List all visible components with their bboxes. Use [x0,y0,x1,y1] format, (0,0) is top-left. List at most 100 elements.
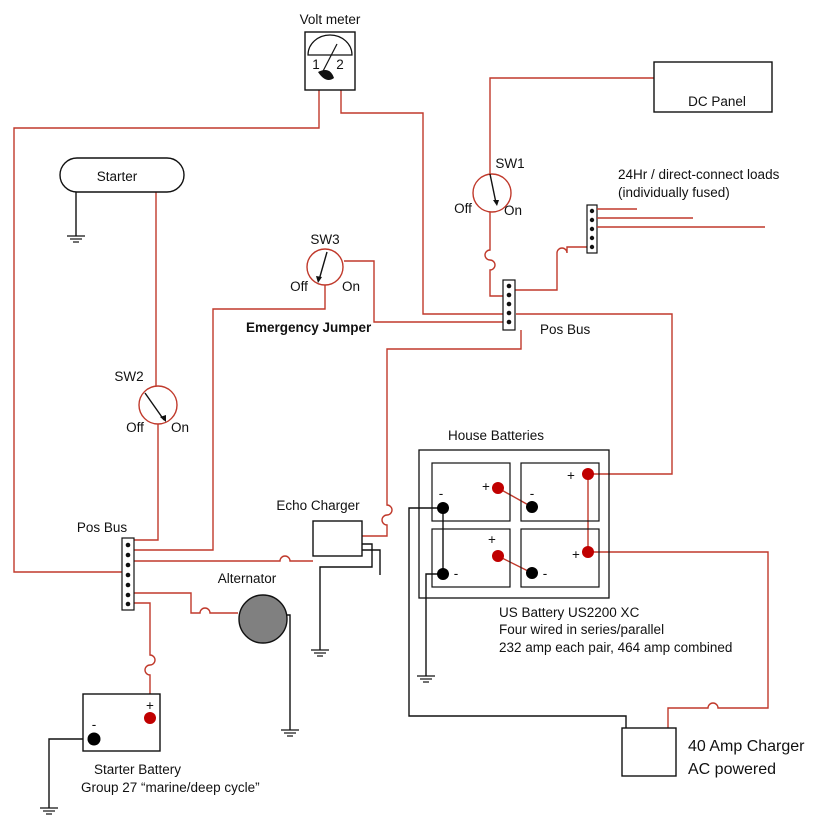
charger-positive-wire [588,551,769,728]
starter-battery-line1: Starter Battery [94,762,181,777]
sw2-bus-wire [133,424,159,541]
house-batteries-label: House Batteries [448,428,544,443]
starter: Starter [59,157,185,193]
terminal-dot-icon [589,244,595,250]
sw3-left-wire [133,282,326,551]
positive-terminal-icon [144,712,156,724]
sw3-on-label: On [342,279,360,294]
echo-out-wire [133,555,313,562]
arrow-head-icon [160,415,166,422]
sw2-off-label: Off [126,420,144,435]
echo-charger: Echo Charger [276,498,363,557]
minus-mark: - [543,566,548,581]
voltmeter-right-wire [340,90,503,315]
alternator: Alternator [218,571,288,644]
volt-meter: Volt meter 1 2 [300,12,361,91]
minus-mark: - [454,566,459,581]
switch-sw2: SW2 Off On [114,369,189,435]
alternator-icon [238,594,288,644]
house-ground-wire [425,508,444,676]
sw1-off-label: Off [454,201,472,216]
alternator-label: Alternator [218,571,277,586]
terminal-dot-icon [125,562,131,568]
negative-terminal-icon [526,501,538,513]
terminal-dot-icon [125,552,131,558]
terminal-dot-icon [506,310,512,316]
plus-mark: + [482,479,490,494]
pos-bus-right-label: Pos Bus [540,322,591,337]
pos-bus-left-label: Pos Bus [77,520,128,535]
switch-sw1: SW1 Off On [454,156,525,218]
house-battery-cell [520,528,600,588]
terminal-dot-icon [125,601,131,607]
positive-terminal-icon [492,482,504,494]
switch-sw3: SW3 Off On Emergency Jumper [246,232,372,335]
pos-bus-right: Pos Bus [502,279,591,337]
sw1-bus-wire [484,212,503,297]
dc-panel-wire [489,77,654,174]
ground-icon [67,235,85,243]
switch-icon [472,173,512,213]
minus-mark: - [439,486,444,501]
pos-bus-left: Pos Bus [77,520,135,611]
negative-terminal-icon [437,502,449,514]
echo-ground-wire-2 [362,549,381,575]
loads-feed-wire [515,246,587,291]
dc-panel-label: DC Panel [688,94,746,109]
terminal-dot-icon [589,217,595,223]
starter-battery: + - Starter Battery Group 27 “marine/dee… [81,693,260,795]
ground-icon [281,729,299,737]
negative-terminal-icon [526,567,538,579]
switch-lever-icon [144,392,165,421]
echo-charger-label: Echo Charger [276,498,360,513]
battery-info-line1: US Battery US2200 XC [499,605,640,620]
amp-charger-box [621,727,677,777]
switch-icon [306,248,344,286]
terminal-dot-icon [125,542,131,548]
voltmeter-left-wire [13,90,320,573]
switch-icon [138,385,178,425]
negative-terminal-icon [437,568,449,580]
echo-ground-wire-1 [319,543,373,650]
dc-panel: DC Panel [653,61,773,113]
sw2-label: SW2 [114,369,143,384]
switch-lever-icon [318,251,328,281]
direct-loads: 24Hr / direct-connect loads (individuall… [586,167,780,254]
switch-lever-icon [489,173,497,204]
plus-mark: + [146,698,154,713]
loads-label-line2: (individually fused) [618,185,730,200]
house-batteries-frame [418,449,610,599]
positive-terminal-icon [582,468,594,480]
arrow-head-icon [316,276,322,283]
amp-charger: 40 Amp Charger AC powered [621,727,805,778]
volt-meter-terminal-1: 1 [312,57,320,72]
volt-meter-terminal-2: 2 [336,57,344,72]
terminal-dot-icon [125,592,131,598]
charger-label-line1: 40 Amp Charger [688,738,805,755]
house-batteries: House Batteries - + - + - + - + US Batte… [418,428,732,655]
house-positive-wire [516,313,673,475]
minus-mark: - [92,717,97,732]
meter-knob-icon [318,70,334,80]
echo-charger-box [312,520,363,557]
sw1-label: SW1 [495,156,524,171]
positive-wires [13,77,769,728]
charger-label-line2: AC powered [688,761,776,778]
starter-box [59,157,185,193]
terminal-dot-icon [506,319,512,325]
starter-label: Starter [97,169,138,184]
starter-battery-ground-wire [48,738,94,808]
positive-terminal-icon [492,550,504,562]
volt-meter-label: Volt meter [300,12,361,27]
sw3-off-label: Off [290,279,308,294]
ground-icon [417,675,435,683]
terminal-dot-icon [125,572,131,578]
arrow-head-icon [493,200,499,206]
terminal-dot-icon [589,226,595,232]
house-negative-wire [408,507,627,728]
battery-info-line2: Four wired in series/parallel [499,622,664,637]
plus-mark: + [572,547,580,562]
volt-meter-dial [307,34,353,56]
negative-terminal-icon [87,732,101,746]
